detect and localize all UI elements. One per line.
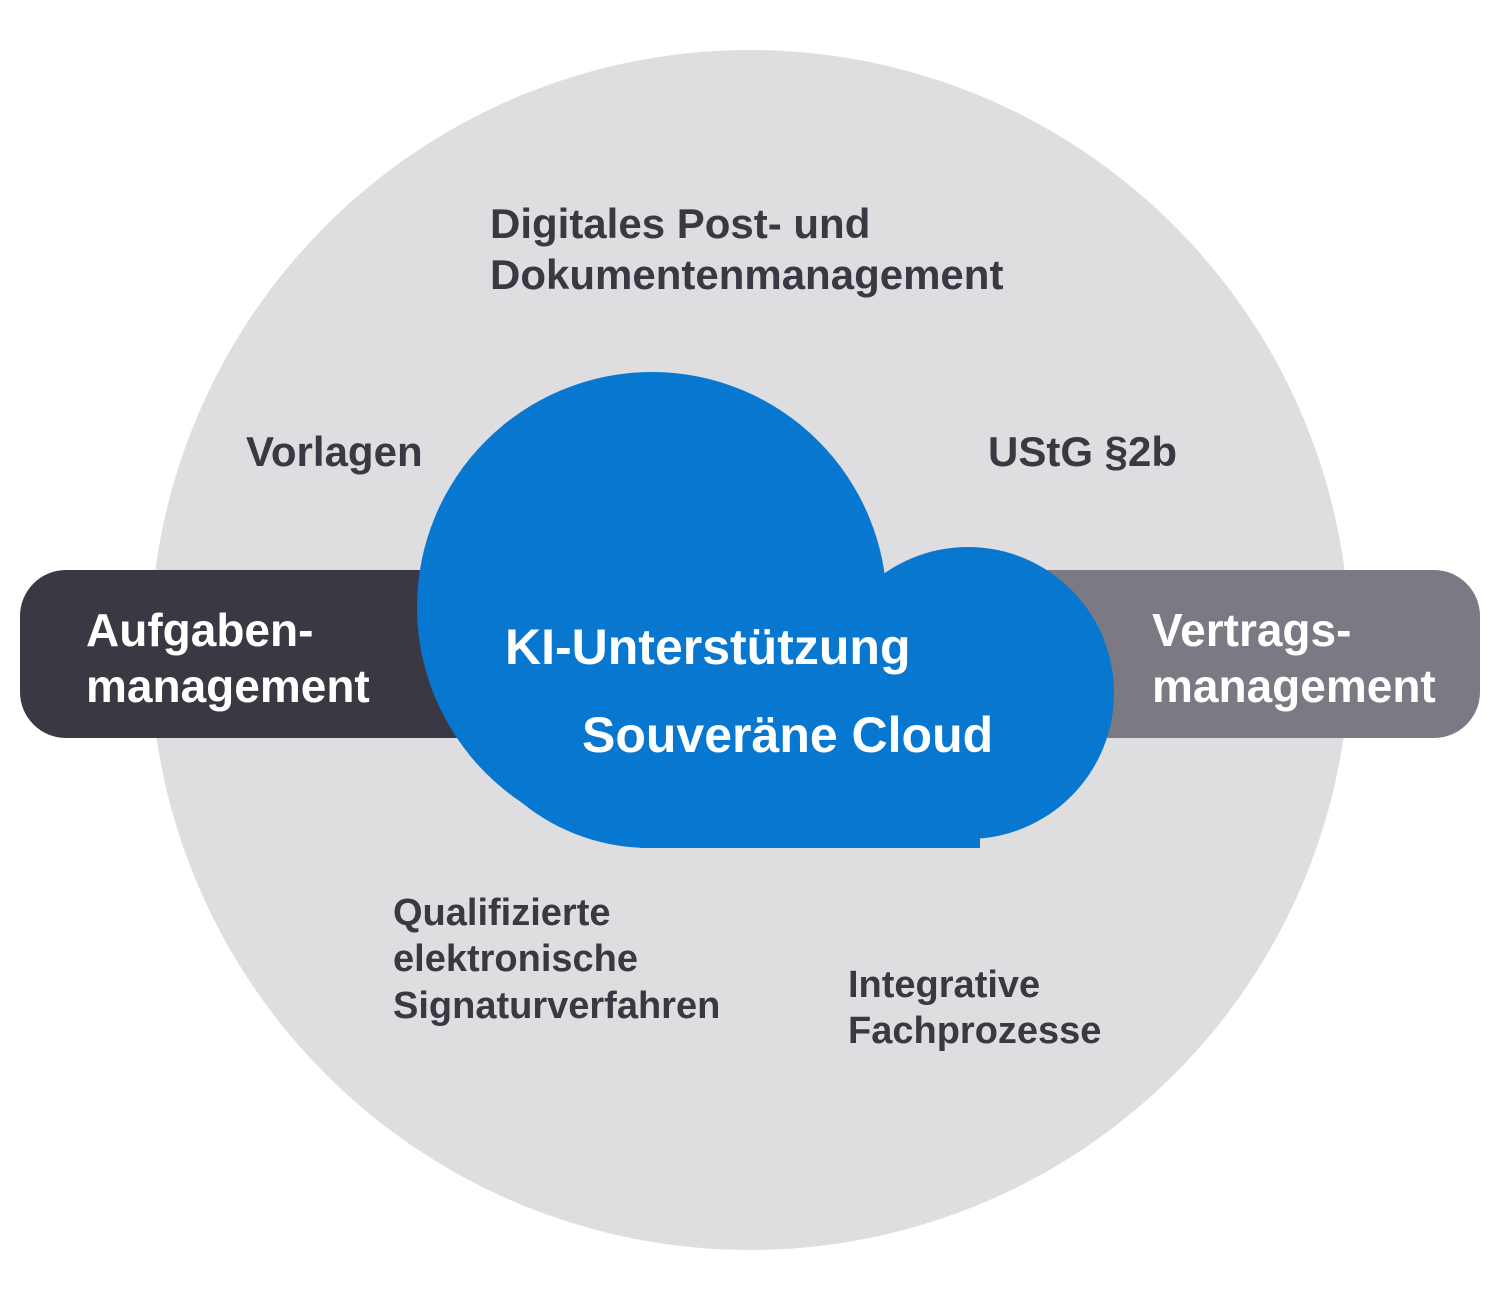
left-bar	[20, 570, 540, 738]
ustg-label: UStG §2b	[988, 428, 1178, 475]
fachprozesse-label: Integrative Fachprozesse	[848, 964, 1102, 1053]
digital-post-label: Digitales Post- und Dokumentenmanagement	[490, 200, 1004, 299]
cloud-base	[640, 600, 980, 848]
signatur-label: Qualifizierte elektronische Signaturverf…	[393, 892, 721, 1027]
vorlagen-label: Vorlagen	[246, 428, 423, 475]
cloud-bottom-left	[456, 700, 650, 848]
vertrags-label: Vertrags- management	[1152, 604, 1436, 713]
cloud-shape	[417, 372, 1114, 848]
ki-label: KI-Unterstützung	[505, 619, 911, 675]
cloud-label: Souveräne Cloud	[582, 707, 994, 763]
aufgaben-label: Aufgaben- management	[86, 604, 370, 713]
